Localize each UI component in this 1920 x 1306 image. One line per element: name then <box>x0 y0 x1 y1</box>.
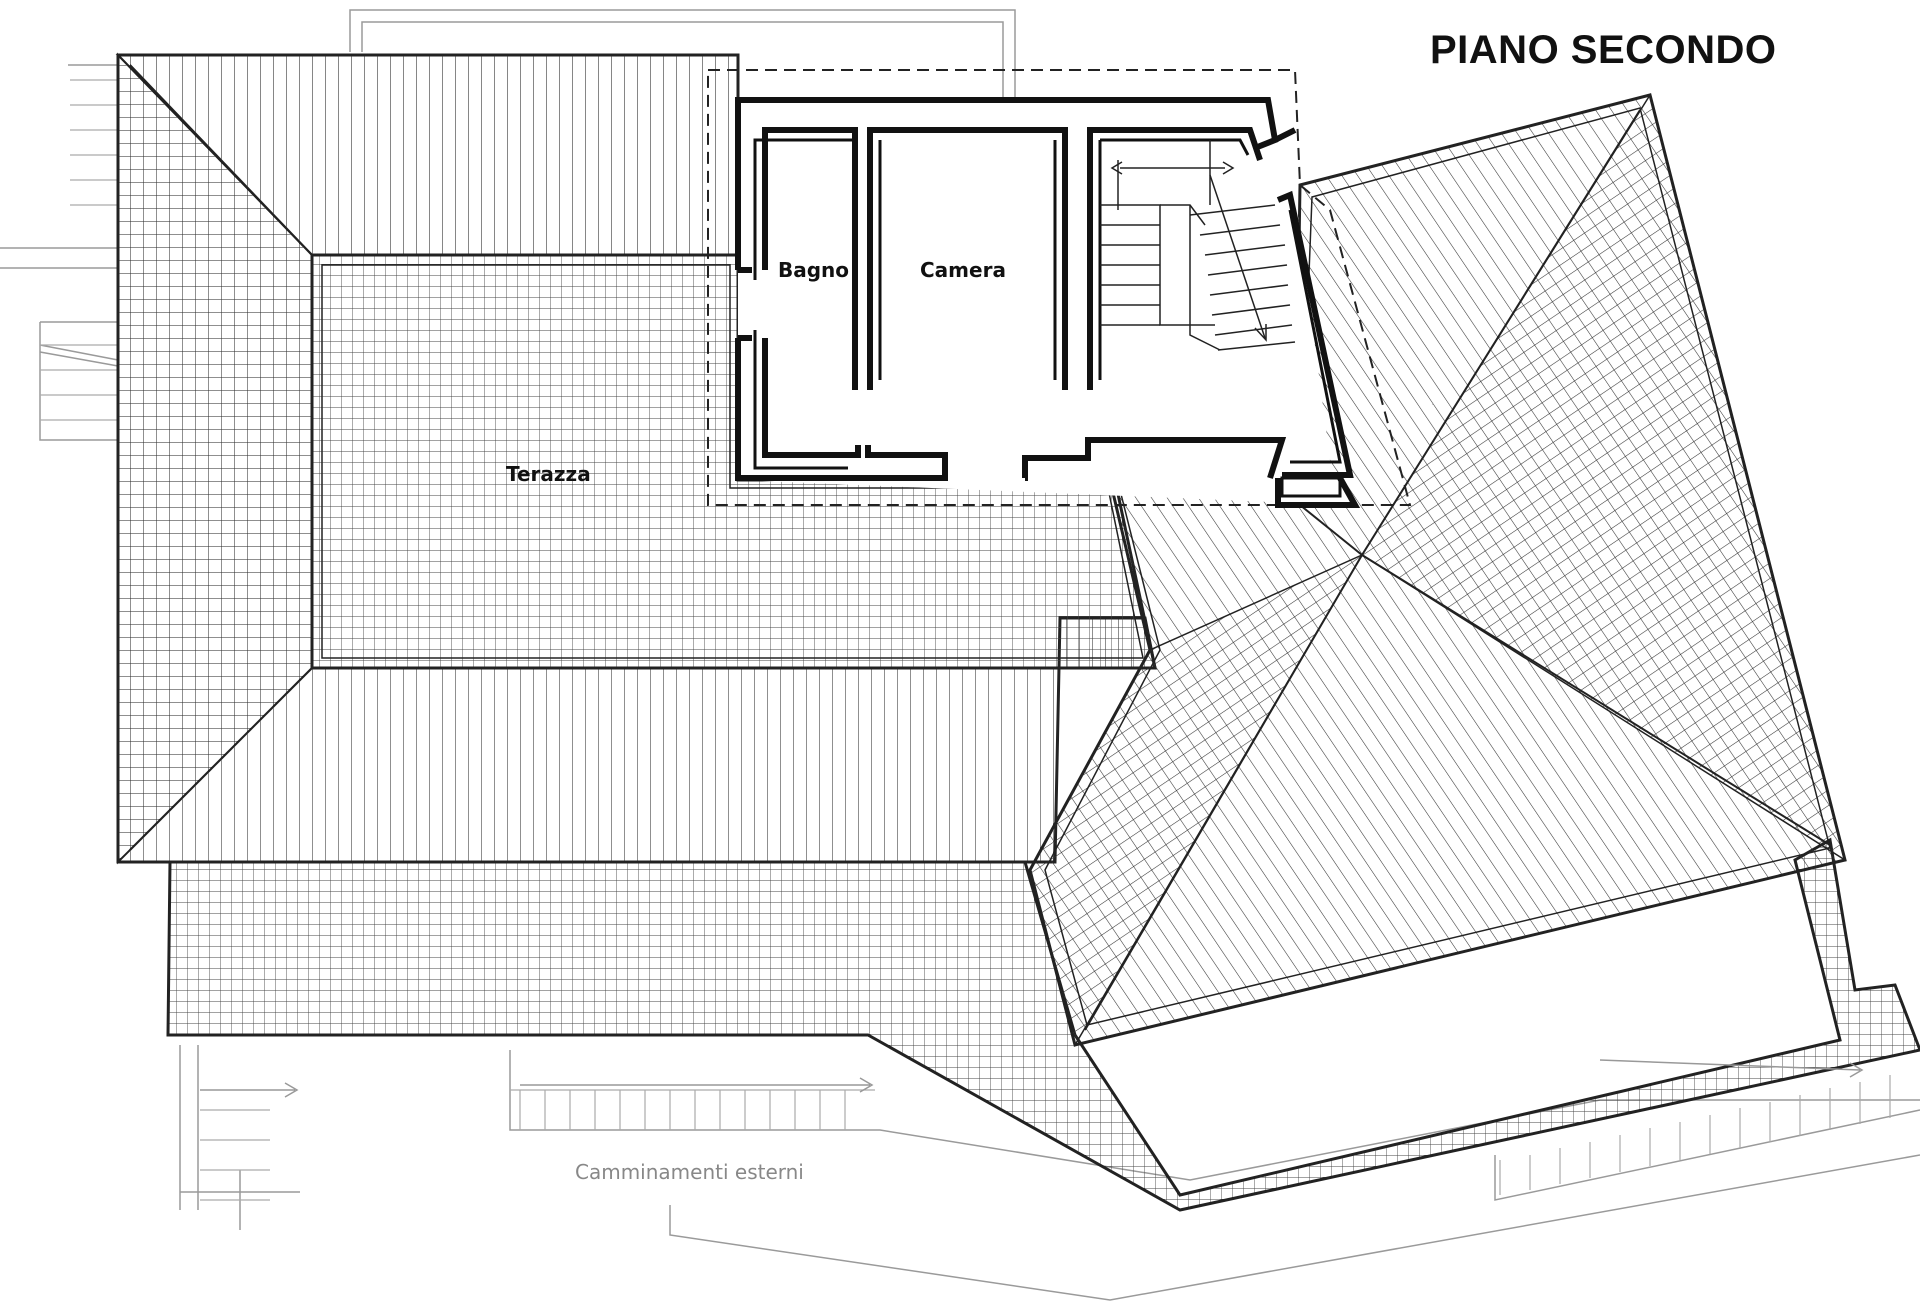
floor-title: PIANO SECONDO <box>1430 28 1777 72</box>
room-label-terazza: Terazza <box>506 462 591 486</box>
exterior-walkway-label: Camminamenti esterni <box>575 1160 804 1184</box>
dashed-overhang-outline <box>707 69 1412 506</box>
room-label-camera: Camera <box>920 258 1006 282</box>
staircase <box>1100 140 1296 351</box>
lower-terrace-pavement <box>166 837 1920 1212</box>
upper-floor-rooms <box>707 69 1412 508</box>
room-label-bagno: Bagno <box>778 258 850 282</box>
right-roof <box>1028 93 1847 1047</box>
exterior-steps <box>40 79 1891 1201</box>
